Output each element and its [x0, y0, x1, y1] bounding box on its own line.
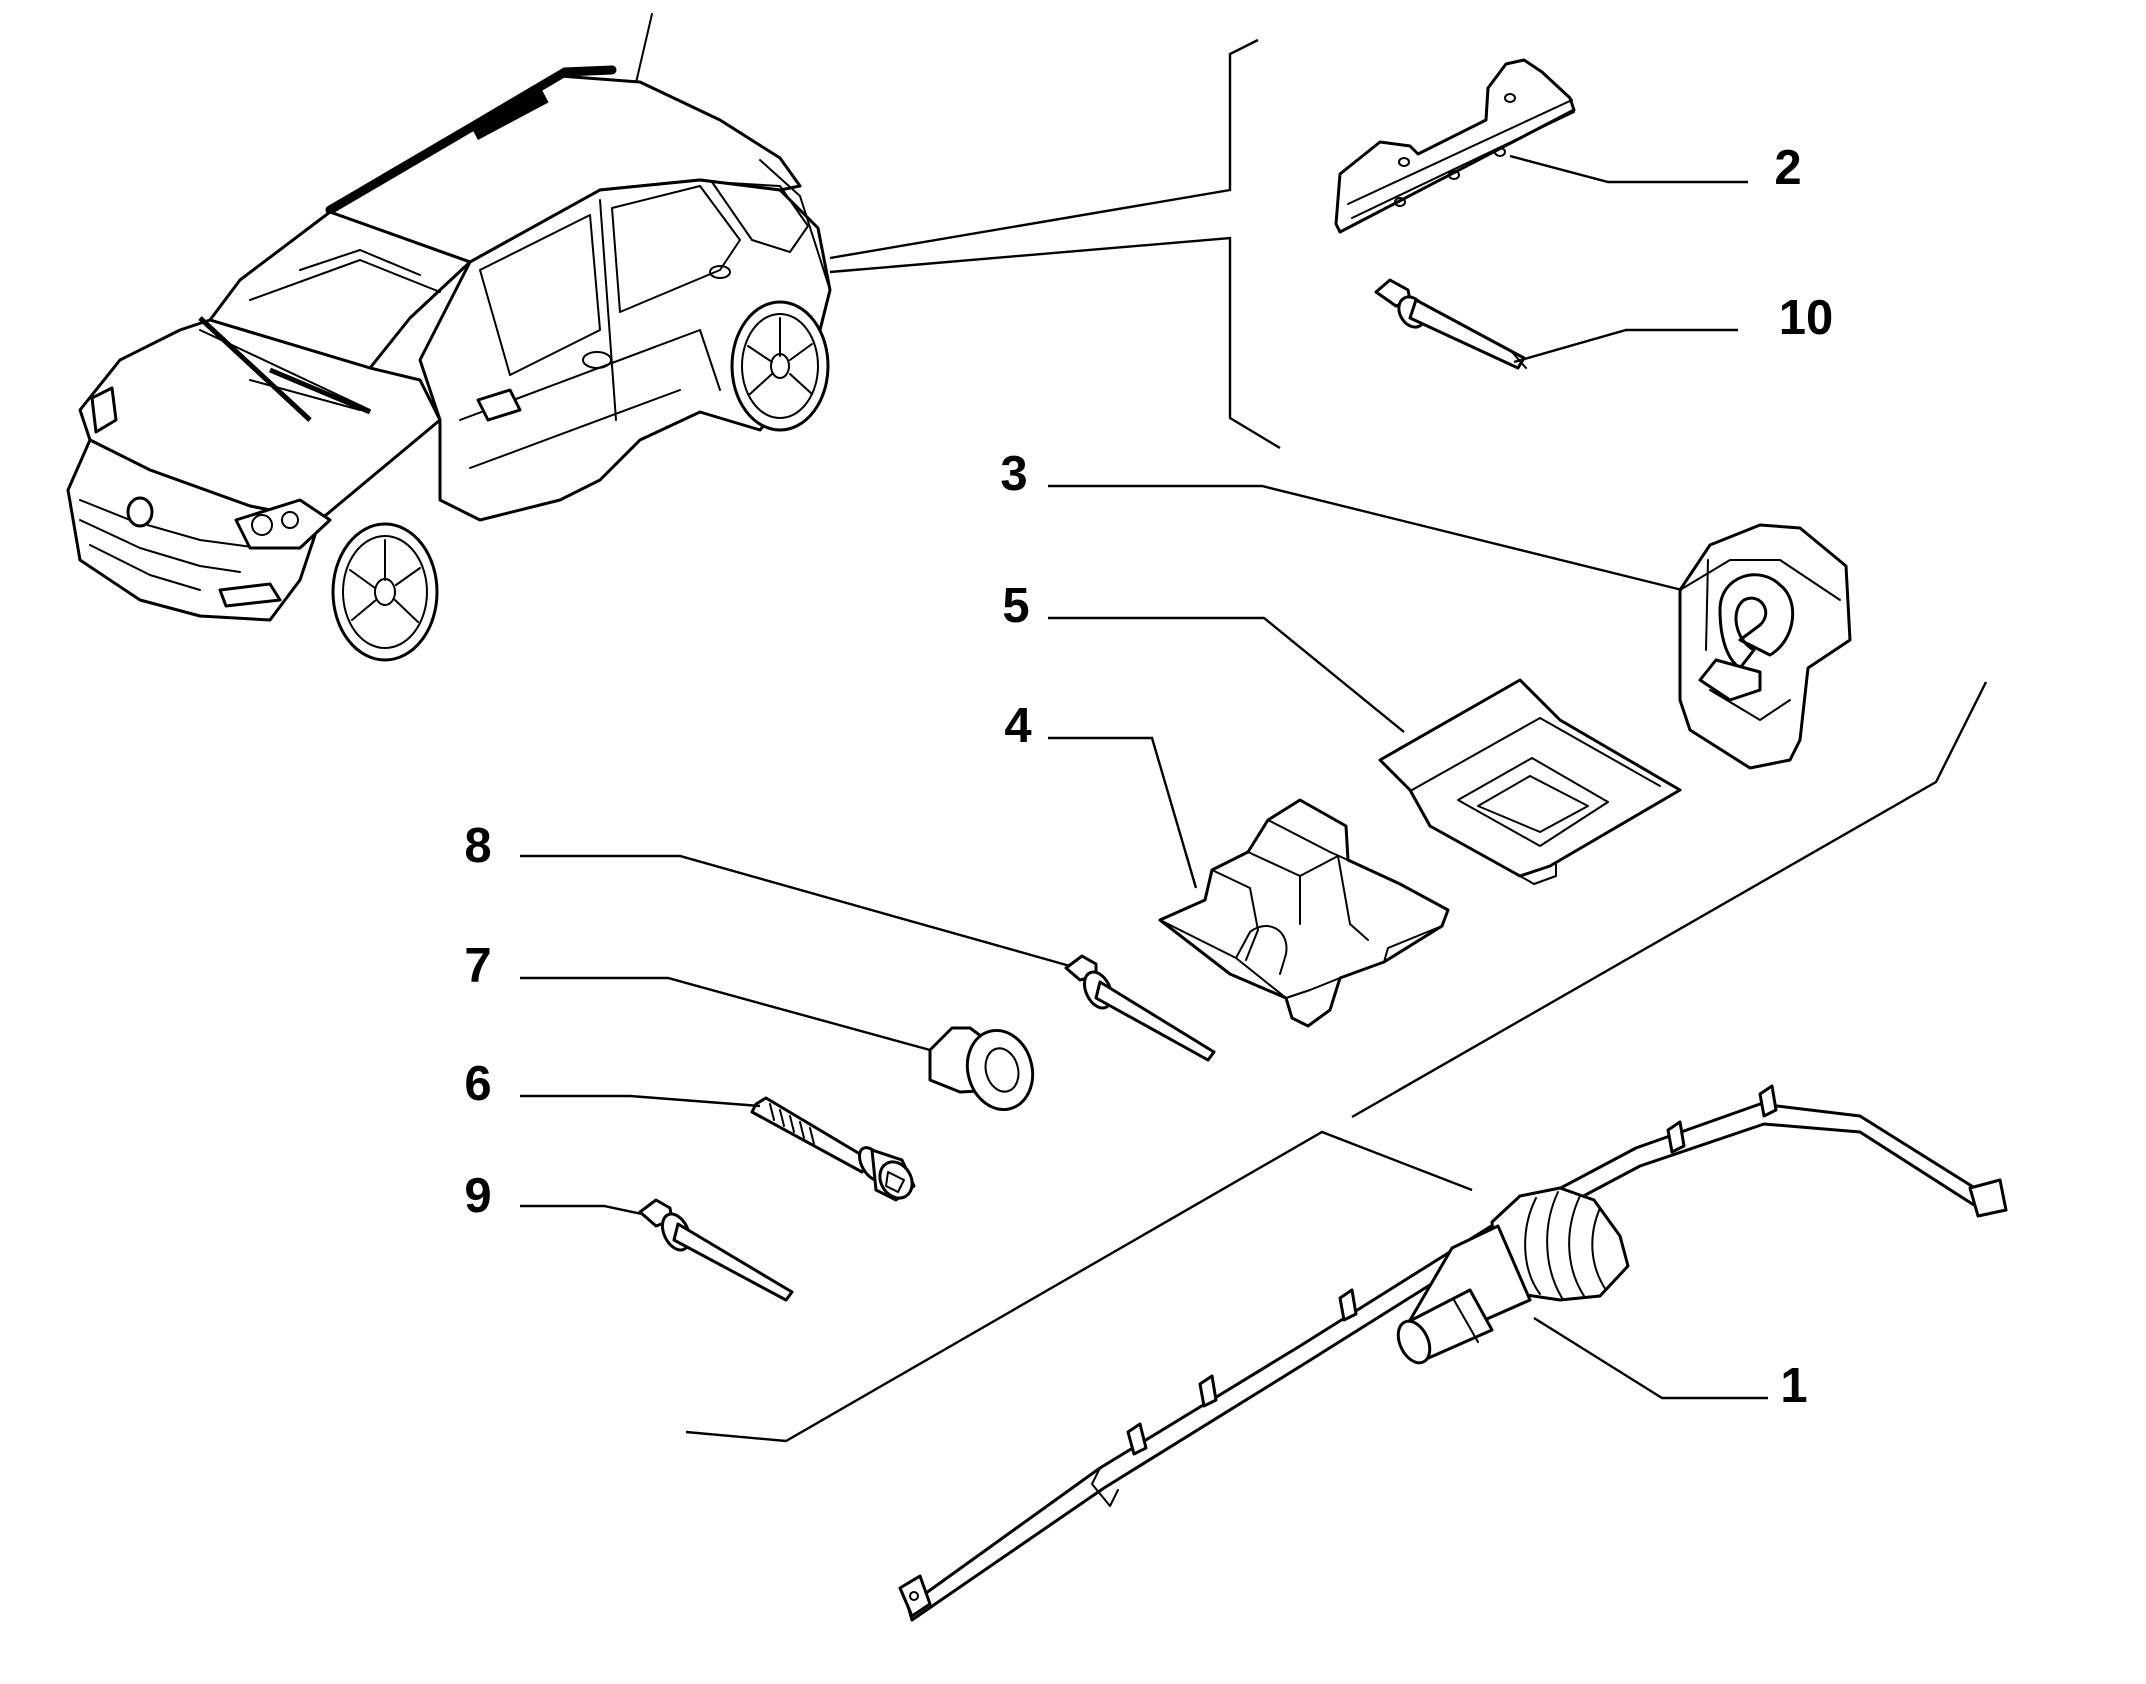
- callout-7: 7: [464, 939, 491, 993]
- leader-line-1: [1533, 1316, 1768, 1400]
- group-bracket-top: [829, 38, 1281, 450]
- leader-line-10: [1513, 328, 1738, 364]
- badge-icon: [126, 496, 154, 528]
- part-7-grommet: [928, 1026, 1035, 1112]
- leader-line-7: [520, 976, 931, 1052]
- leader-line-2: [1509, 154, 1748, 184]
- callout-1: 1: [1780, 1359, 1807, 1413]
- part-4-holder: [1158, 798, 1450, 1028]
- leader-line-8: [520, 854, 1071, 968]
- callout-8: 8: [464, 819, 491, 873]
- leader-line-5: [1048, 616, 1405, 733]
- leader-line-6: [520, 1094, 761, 1108]
- callout-5: 5: [1002, 579, 1029, 633]
- rear-wheel: [730, 300, 830, 432]
- part-6-bolt: [750, 1096, 916, 1202]
- callout-4: 4: [1004, 699, 1031, 753]
- leader-line-9: [520, 1204, 643, 1216]
- leader-line-4: [1048, 736, 1198, 889]
- leader-lines: [520, 154, 1768, 1400]
- callout-6: 6: [464, 1057, 491, 1111]
- callout-2: 2: [1774, 141, 1801, 195]
- part-5-plate: [1378, 678, 1682, 885]
- part-8-rivet: [1064, 954, 1216, 1062]
- callout-9: 9: [464, 1169, 491, 1223]
- part-10-rivet: [1374, 278, 1527, 370]
- part-2-bracket: [1334, 58, 1576, 234]
- leader-line-3: [1048, 484, 1683, 592]
- part-3-clip: [1678, 523, 1852, 770]
- callout-10: 10: [1779, 291, 1834, 345]
- group-bracket-bottom: [685, 681, 1988, 1443]
- part-9-rivet: [638, 1198, 794, 1302]
- car-illustration: [66, 13, 832, 662]
- front-wheel: [331, 522, 439, 662]
- part-1-cable: [898, 1084, 2008, 1622]
- callout-labels: 2 10 3 5 4 8 7 6 9 1: [464, 141, 1833, 1413]
- callout-3: 3: [1000, 447, 1027, 501]
